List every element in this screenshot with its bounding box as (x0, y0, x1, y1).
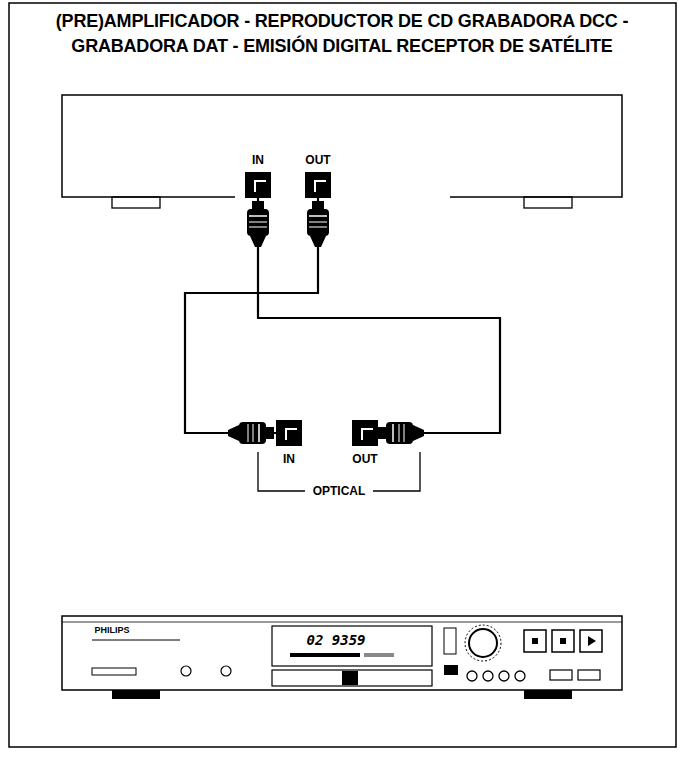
optical-plug (228, 422, 274, 444)
control-button (483, 671, 493, 681)
brand-label: PHILIPS (91, 625, 132, 636)
pause-symbol (560, 638, 566, 644)
optical-bracket (373, 452, 420, 491)
port-label: OUT (352, 452, 377, 466)
optical-socket: IN (276, 420, 302, 446)
socket-marking (254, 180, 266, 192)
optical-plug (247, 201, 269, 247)
level-meter (364, 653, 394, 657)
device-foot (524, 690, 572, 699)
mode-switch (444, 628, 456, 654)
socket-marking (314, 180, 326, 192)
control-button (515, 671, 525, 681)
housing-edge (62, 622, 622, 623)
record-button (550, 670, 572, 680)
optical-plug (307, 201, 329, 247)
display-readout: 02 9359 (303, 632, 368, 648)
optical-cable (185, 198, 318, 433)
door-grip (342, 671, 358, 685)
optical-socket: IN (245, 172, 271, 198)
level-meter (290, 653, 360, 657)
socket-marking (285, 428, 297, 440)
socket-marking (361, 428, 373, 440)
power-button (92, 668, 136, 675)
stop-symbol (532, 638, 538, 644)
optical-socket: OUT (305, 172, 331, 198)
model-line (92, 640, 180, 641)
port-label: IN (252, 153, 264, 167)
play-symbol (588, 636, 596, 646)
optical-socket: OUT (352, 420, 378, 446)
transport-button (552, 630, 574, 652)
device-foot (112, 197, 160, 208)
interface-label: OPTICAL (310, 484, 369, 498)
optical-plug (378, 422, 424, 444)
diagram-title: (PRE)AMPLIFICADOR - REPRODUCTOR DE CD GR… (52, 9, 632, 59)
port-label: IN (283, 452, 295, 466)
control-button (499, 671, 509, 681)
recorder-housing (62, 616, 622, 690)
eject-button (444, 665, 458, 675)
transport-button (580, 630, 602, 652)
port-label: OUT (305, 153, 330, 167)
device-foot (112, 690, 160, 699)
display-window (272, 626, 432, 666)
control-button (467, 671, 477, 681)
jack-socket (221, 666, 231, 676)
record-button (578, 670, 600, 680)
page-frame (9, 3, 676, 747)
transport-button (524, 630, 546, 652)
cassette-door (272, 670, 432, 686)
optical-cable (258, 198, 500, 433)
volume-knob (469, 629, 497, 657)
knob-scale (465, 625, 501, 661)
optical-bracket (258, 452, 305, 491)
jack-socket (181, 666, 191, 676)
amplifier-housing (62, 95, 622, 197)
device-foot (524, 197, 572, 208)
